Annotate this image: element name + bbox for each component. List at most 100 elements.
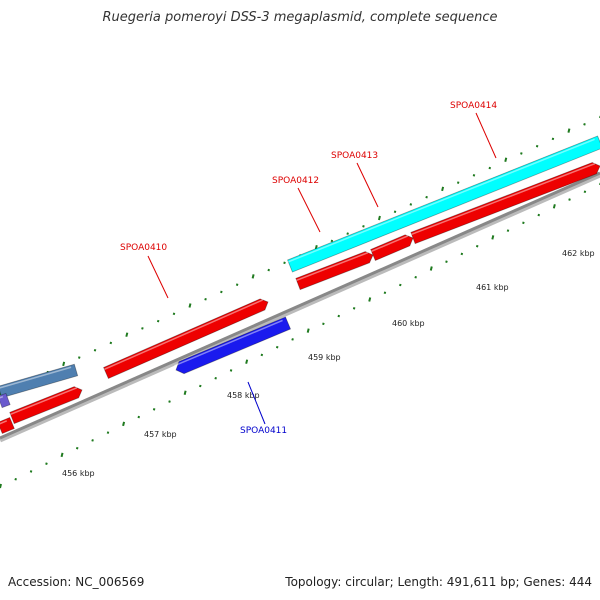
minor-tick	[291, 338, 294, 341]
purple-feature-highlight	[0, 395, 4, 399]
leader-line-spoa0412	[297, 187, 321, 233]
minor-tick	[362, 225, 365, 228]
major-tick	[245, 359, 249, 364]
minor-tick	[220, 290, 223, 294]
minor-tick	[260, 353, 264, 357]
tick-label: 460 kbp	[392, 319, 425, 328]
minor-tick	[383, 291, 387, 295]
major-tick	[567, 128, 571, 133]
minor-tick	[425, 195, 428, 199]
minor-tick	[141, 327, 144, 330]
minor-tick	[214, 376, 217, 380]
minor-tick	[93, 348, 97, 352]
major-tick	[441, 186, 445, 192]
cds-spoa0413-highlight	[371, 235, 409, 253]
tick-label: 457 kbp	[144, 430, 177, 439]
major-tick	[125, 332, 129, 337]
minor-tick	[199, 384, 202, 388]
major-tick	[62, 361, 66, 367]
minor-tick	[267, 268, 270, 272]
minor-tick	[551, 137, 555, 141]
major-tick	[491, 235, 495, 240]
minor-tick	[283, 261, 286, 265]
cyan-feature-group	[287, 135, 600, 273]
cds-left-group	[9, 386, 83, 425]
tick-label: 462 kbp	[562, 249, 595, 258]
minor-tick	[535, 144, 539, 148]
leader-line-spoa0411	[247, 381, 266, 425]
minor-tick	[168, 400, 171, 403]
minor-tick	[152, 408, 156, 411]
minor-tick	[445, 260, 448, 263]
major-tick	[504, 157, 508, 162]
cds-left-edge	[0, 416, 15, 435]
minor-tick	[568, 198, 571, 201]
purple-feature-group	[0, 392, 11, 409]
leader-line-spoa0414	[475, 112, 497, 159]
major-tick	[377, 215, 381, 221]
tick-label: 461 kbp	[476, 283, 509, 292]
minor-tick	[77, 356, 81, 359]
minor-tick	[409, 203, 413, 206]
backbone-shadow	[0, 172, 600, 443]
minor-tick	[204, 297, 207, 301]
minor-tick	[337, 314, 341, 318]
minor-tick	[330, 239, 334, 243]
cds-spoa0410	[103, 298, 269, 380]
steelblue-feature-highlight	[0, 366, 72, 389]
cds-spoa0410-group	[103, 298, 269, 380]
minor-tick	[475, 244, 479, 248]
cds-left-edge-group	[0, 416, 15, 435]
minor-tick	[472, 174, 476, 177]
minor-tick	[229, 369, 233, 372]
cds-spoa0414-group	[410, 162, 600, 245]
major-tick	[0, 483, 2, 489]
leader-line-spoa0410	[147, 255, 169, 299]
minor-tick	[520, 152, 523, 155]
minor-tick	[91, 439, 94, 442]
cds-spoa0412	[295, 251, 374, 291]
minor-tick	[106, 431, 110, 434]
minor-tick	[399, 283, 402, 287]
gene-label-spoa0411: SPOA0411	[240, 426, 287, 436]
tick-label: 459 kbp	[308, 353, 341, 362]
minor-tick	[393, 210, 397, 214]
cds-spoa0412-highlight	[296, 252, 369, 281]
major-tick	[368, 297, 372, 302]
major-tick	[552, 204, 556, 209]
major-tick	[188, 303, 192, 308]
major-tick	[429, 266, 433, 271]
minor-tick	[75, 446, 79, 450]
minor-tick	[488, 166, 492, 170]
cds-spoa0411	[175, 316, 292, 375]
minor-tick	[583, 190, 587, 194]
major-tick	[122, 421, 126, 427]
feature-track	[0, 135, 600, 443]
minor-tick	[414, 275, 417, 279]
gene-label-spoa0413: SPOA0413	[331, 151, 378, 161]
cds-spoa0413	[370, 234, 414, 262]
cyan-feature-highlight	[288, 138, 595, 263]
cds-left	[9, 386, 83, 425]
minor-tick	[156, 319, 160, 323]
cds-left-highlight	[10, 387, 78, 415]
minor-tick	[506, 229, 510, 232]
cyan-feature	[287, 135, 600, 273]
sequence-summary: Topology: circular; Length: 491,611 bp; …	[285, 575, 592, 589]
minor-tick	[522, 221, 525, 225]
minor-tick	[172, 312, 176, 316]
cds-spoa0411-highlight	[173, 319, 283, 367]
minor-tick	[583, 123, 586, 126]
minor-tick	[235, 283, 239, 286]
steelblue-feature	[0, 363, 79, 399]
cds-spoa0410-highlight	[104, 299, 264, 371]
tick-label: 458 kbp	[227, 391, 260, 400]
minor-tick	[14, 477, 17, 481]
cds-spoa0413-group	[370, 234, 414, 262]
steelblue-feature-group	[0, 363, 79, 399]
cds-spoa0411-group	[173, 316, 292, 375]
major-tick	[60, 452, 64, 458]
minor-tick	[322, 322, 325, 326]
